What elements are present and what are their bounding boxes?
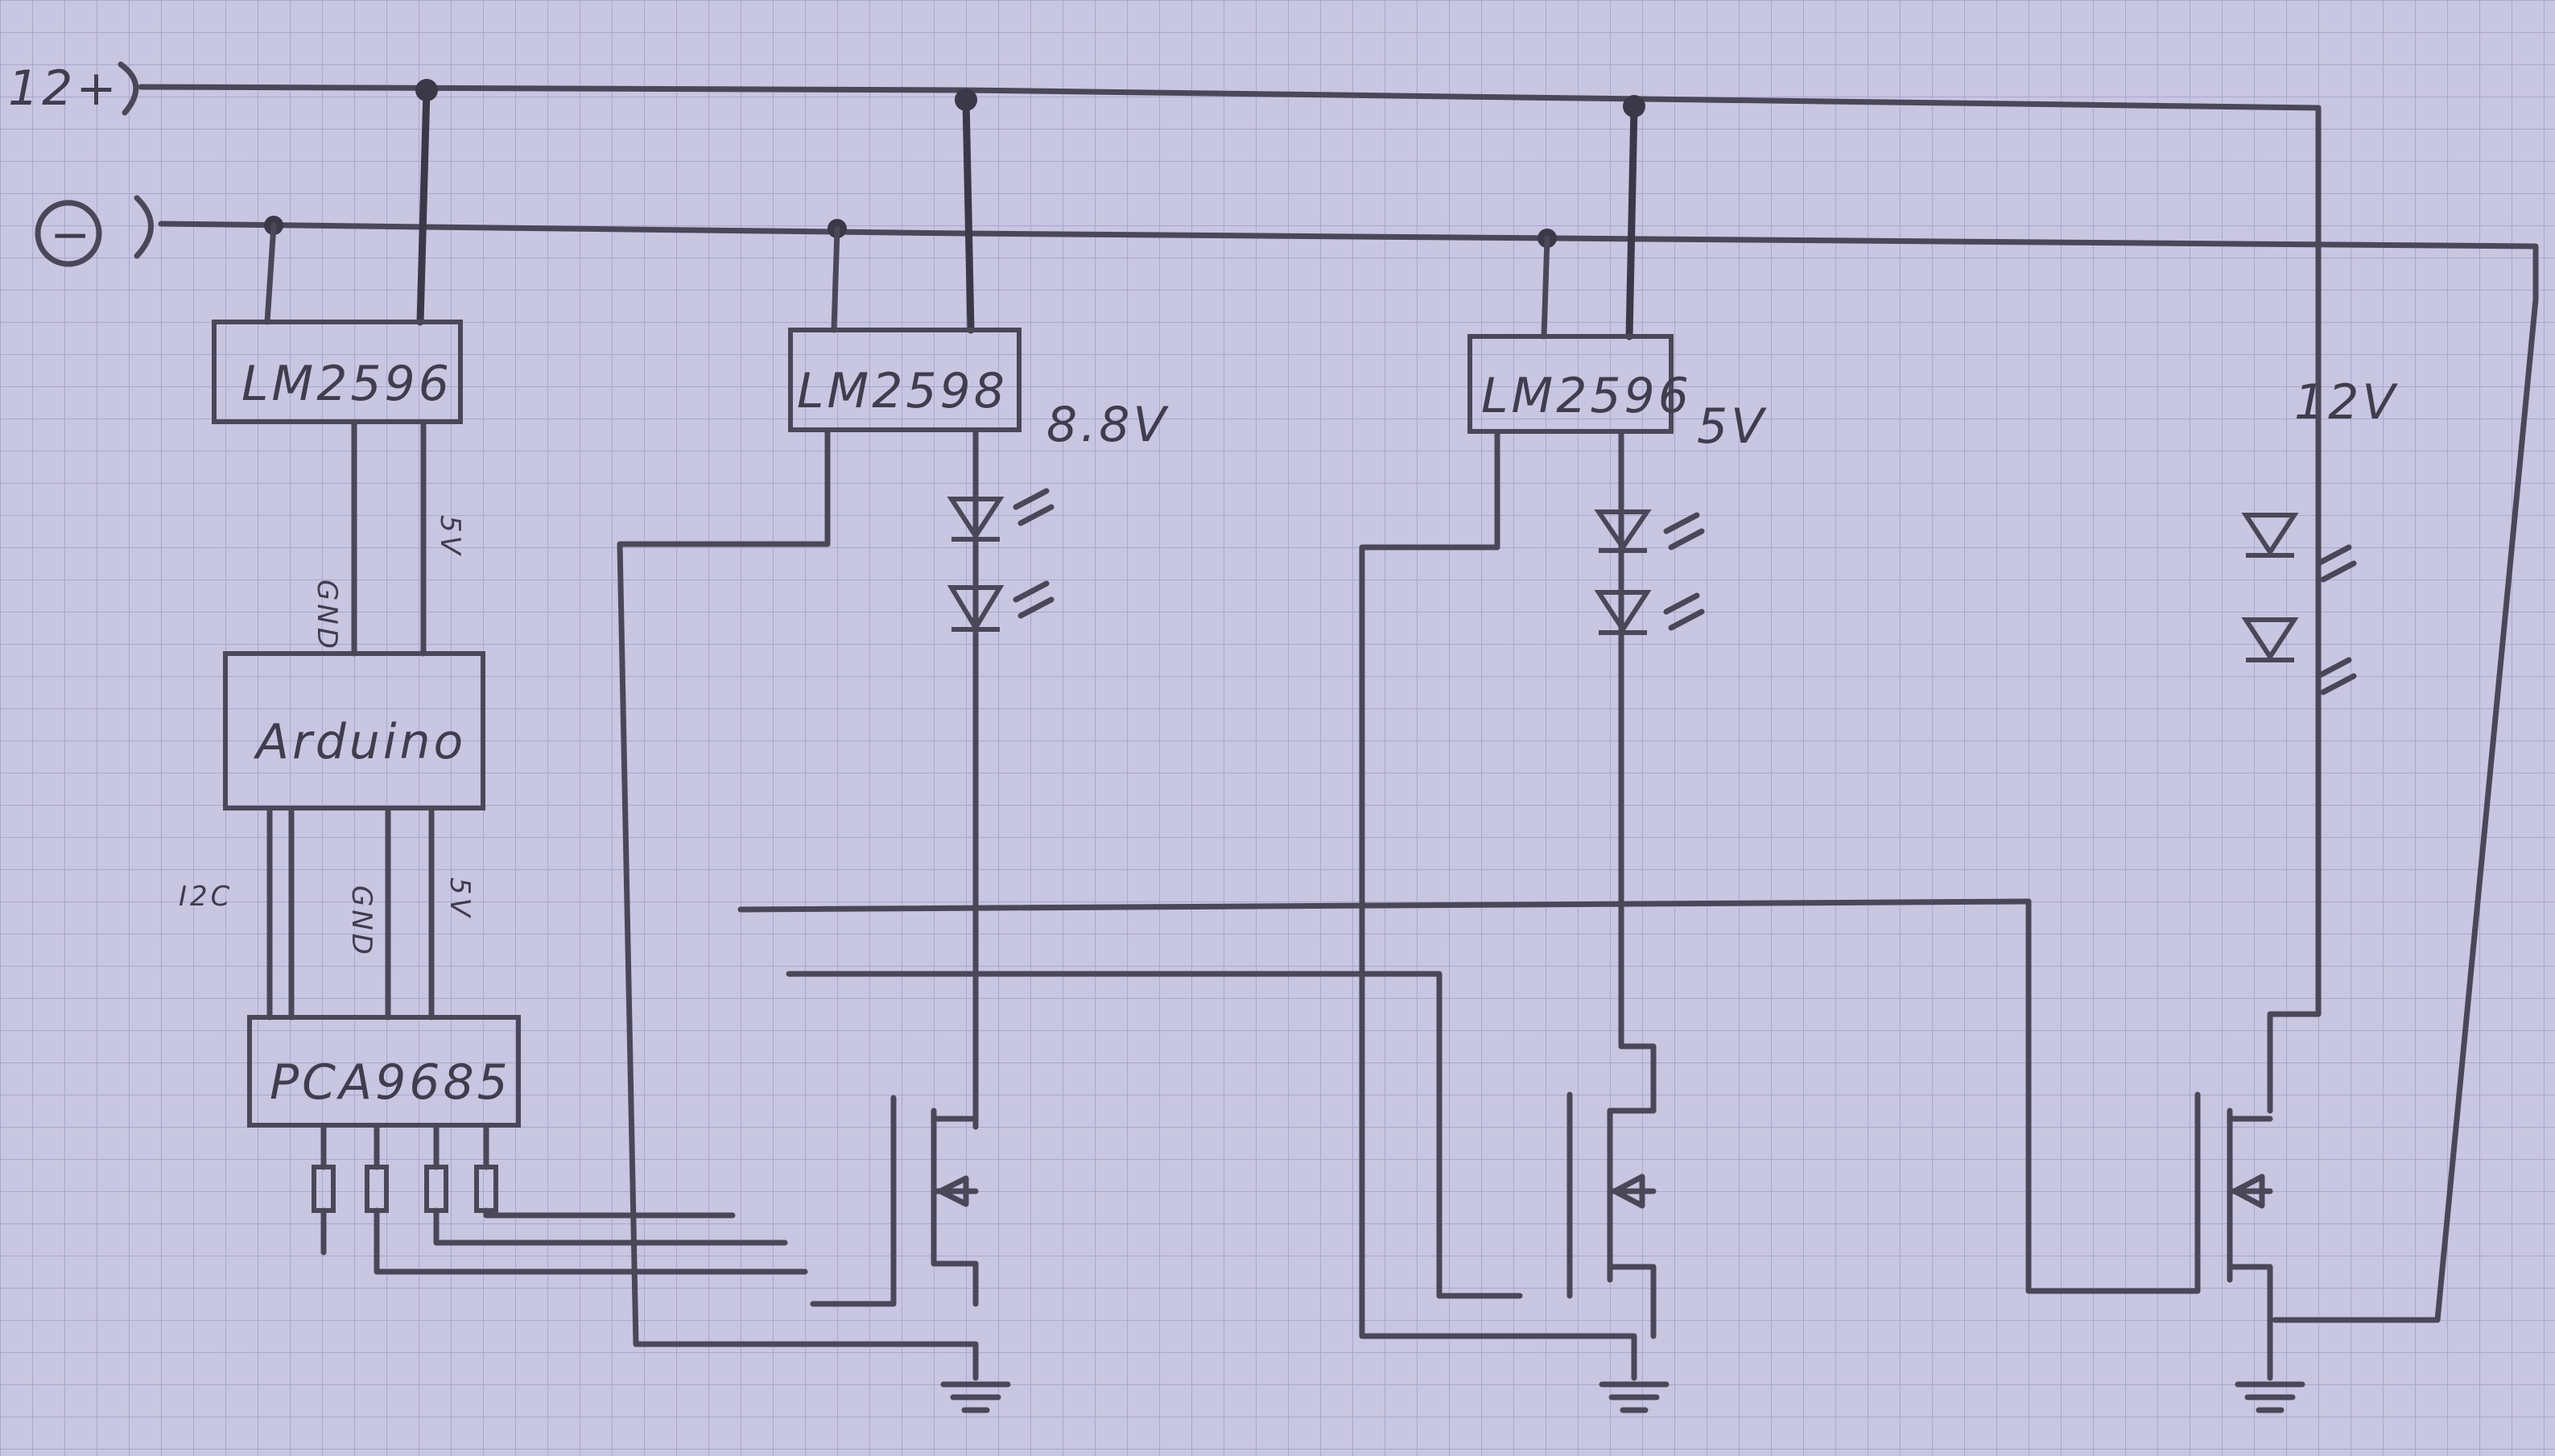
ground-symbol xyxy=(1599,1381,1670,1413)
channel-2-driver: LM2596 5V xyxy=(1359,102,1767,1413)
gnd-wire-label-bottom: GND xyxy=(345,885,378,958)
channel-3-driver: 12V xyxy=(737,105,2398,1413)
channel-2-voltage: 5V xyxy=(1697,398,1767,455)
regulator-1-label: LM2596 xyxy=(241,356,452,412)
arduino-label: Arduino xyxy=(253,714,466,770)
positive-rail-label: 12+ xyxy=(8,60,120,117)
negative-rail-label: − xyxy=(50,207,93,263)
led-icon xyxy=(2241,513,2357,583)
led-icon xyxy=(2241,617,2357,695)
led-icon xyxy=(1594,590,1705,635)
led-icon xyxy=(947,488,1055,542)
channel-3-voltage: 12V xyxy=(2294,374,2398,431)
gnd-wire-label: GND xyxy=(311,580,343,652)
5v-wire-label: 5V xyxy=(434,515,466,558)
ground-symbol xyxy=(940,1381,1011,1413)
pca9685-module: PCA9685 xyxy=(247,1015,808,1275)
channel-1-driver: LM2598 8.8V xyxy=(617,96,1523,1413)
led-icon xyxy=(947,580,1055,633)
negative-terminal-icon xyxy=(35,200,102,267)
mosfet-icon xyxy=(1566,1091,1657,1339)
regulator-3-label: LM2596 xyxy=(1481,368,1692,424)
5v-wire-label-bottom: 5V xyxy=(444,877,476,920)
mosfet-icon xyxy=(2227,1107,2273,1381)
ground-symbol xyxy=(2235,1381,2305,1413)
mosfet-icon xyxy=(810,1095,979,1307)
arduino-module: Arduino I2C GND 5V xyxy=(179,651,485,1021)
pca9685-label: PCA9685 xyxy=(270,1054,511,1111)
regulator-lm2596-left: LM2596 GND 5V xyxy=(212,86,466,657)
i2c-wire-label: I2C xyxy=(179,881,233,913)
regulator-2-label: LM2598 xyxy=(797,363,1008,419)
channel-1-voltage: 8.8V xyxy=(1046,397,1169,453)
led-icon xyxy=(1594,509,1705,553)
